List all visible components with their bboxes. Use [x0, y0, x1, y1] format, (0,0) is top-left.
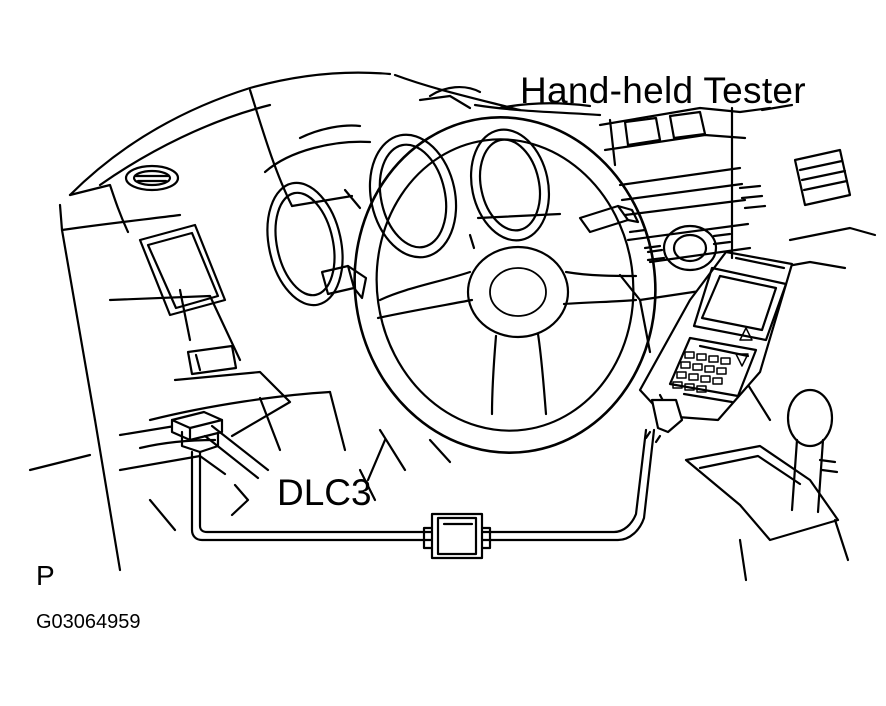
tester-keypad [672, 327, 753, 393]
dlc3-label: DLC3 [277, 472, 372, 513]
tester-cable [190, 428, 656, 542]
dashboard-outline [28, 71, 602, 572]
stalk-right [578, 204, 640, 234]
dlc3-leader-lines [203, 424, 270, 480]
steering-wheel [353, 116, 657, 454]
cable-adapter [422, 512, 492, 560]
figure-id: G03064959 [36, 611, 141, 633]
hand-held-tester-label: Hand-held Tester [520, 70, 806, 111]
hand-held-tester [638, 250, 794, 444]
lower-dash-panel [138, 370, 292, 450]
view-letter: P [36, 560, 55, 591]
steering-column [358, 428, 452, 502]
dlc3-connector [170, 410, 224, 454]
switch-panel [186, 344, 238, 376]
left-panel [138, 223, 227, 317]
right-vent [793, 148, 852, 207]
air-vent [124, 164, 180, 192]
